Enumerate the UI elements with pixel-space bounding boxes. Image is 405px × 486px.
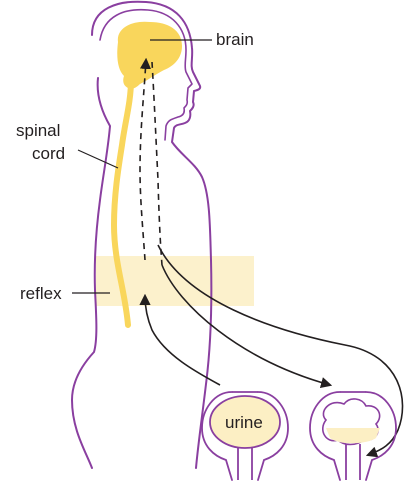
urine-label: urine — [225, 413, 263, 432]
spinal-cord-label-line1: spinal — [16, 121, 60, 140]
brain-shape — [117, 22, 182, 89]
spinal-cord-label-line2: cord — [32, 144, 65, 163]
sensory-arrow — [145, 296, 220, 385]
descending-nerve-arrow — [152, 62, 162, 265]
full-bladder — [202, 392, 288, 480]
empty-bladder — [310, 392, 396, 480]
reflex-label: reflex — [20, 284, 62, 303]
brain-label: brain — [216, 30, 254, 49]
ascending-nerve-arrow — [140, 60, 146, 260]
spinal-cord-leader-line — [78, 150, 118, 168]
